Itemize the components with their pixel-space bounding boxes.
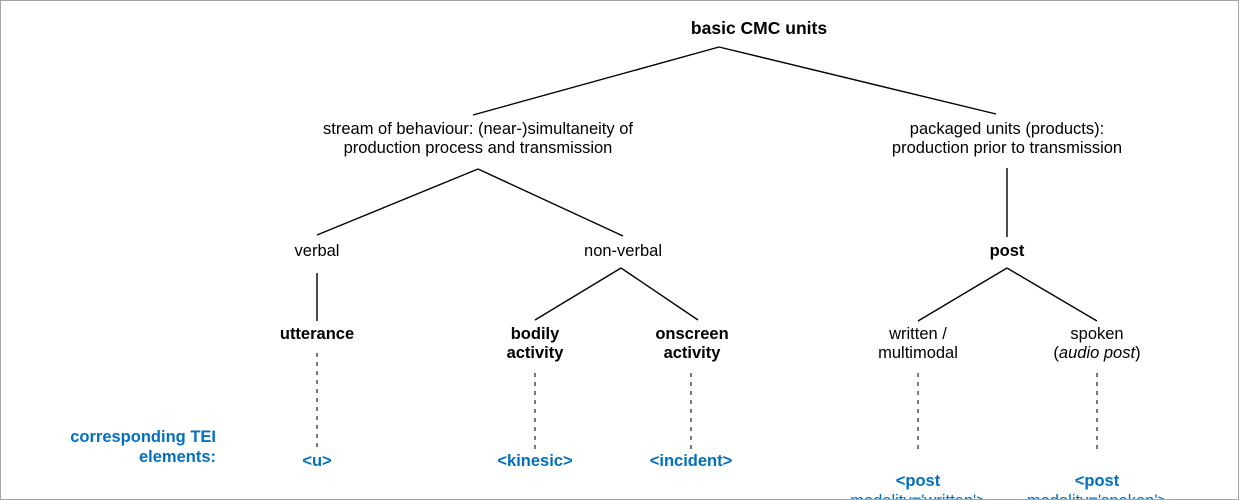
node-non-verbal: non-verbal	[584, 242, 662, 260]
paren-open: (	[1053, 344, 1059, 363]
tei-element-kinesic: <kinesic>	[497, 452, 573, 470]
node-bodily-activity: bodily activity	[506, 325, 564, 363]
paren-close: )	[1135, 344, 1141, 363]
node-stream-of-behaviour: stream of behaviour: (near-)simultaneity…	[323, 120, 633, 158]
edge-nonverbal-to-onscreen	[620, 267, 699, 321]
edge-stream-to-nonverbal	[477, 168, 624, 237]
tei-post-written-tag: <post	[895, 471, 941, 490]
edge-post-to-spoken	[1006, 267, 1098, 322]
audio-post-italic: audio post	[1058, 344, 1136, 363]
edge-root-to-stream	[472, 46, 720, 116]
tei-legend-label: corresponding TEI elements:	[70, 428, 216, 466]
edge-root-to-packaged	[718, 46, 997, 115]
edge-post-to-written	[917, 267, 1008, 322]
tei-element-u: <u>	[302, 452, 332, 470]
tei-element-incident: <incident>	[649, 452, 733, 470]
tei-post-spoken-tag: <post	[1074, 471, 1120, 490]
node-spoken-audio-post: spoken (audio post)	[1053, 325, 1140, 364]
edge-stream-to-verbal	[316, 168, 479, 236]
node-basic-cmc-units: basic CMC units	[690, 18, 828, 38]
node-written-multimodal: written / multimodal	[878, 325, 958, 363]
tei-element-post-spoken: <post modality='spoken'>	[1027, 452, 1167, 499]
node-spoken-line1: spoken	[1070, 325, 1124, 343]
tei-element-post-written: <post modality='written'>	[850, 452, 986, 499]
node-packaged-units: packaged units (products): production pr…	[891, 120, 1123, 158]
tei-post-spoken-attr: modality='spoken'>	[1027, 492, 1167, 499]
node-verbal: verbal	[294, 242, 340, 260]
node-onscreen-activity: onscreen activity	[655, 325, 729, 363]
node-post: post	[989, 242, 1025, 260]
node-spoken-line2: (audio post)	[1053, 344, 1140, 363]
node-utterance: utterance	[279, 325, 355, 343]
tei-post-written-attr: modality='written'>	[850, 492, 986, 499]
edge-nonverbal-to-bodily	[534, 267, 622, 321]
